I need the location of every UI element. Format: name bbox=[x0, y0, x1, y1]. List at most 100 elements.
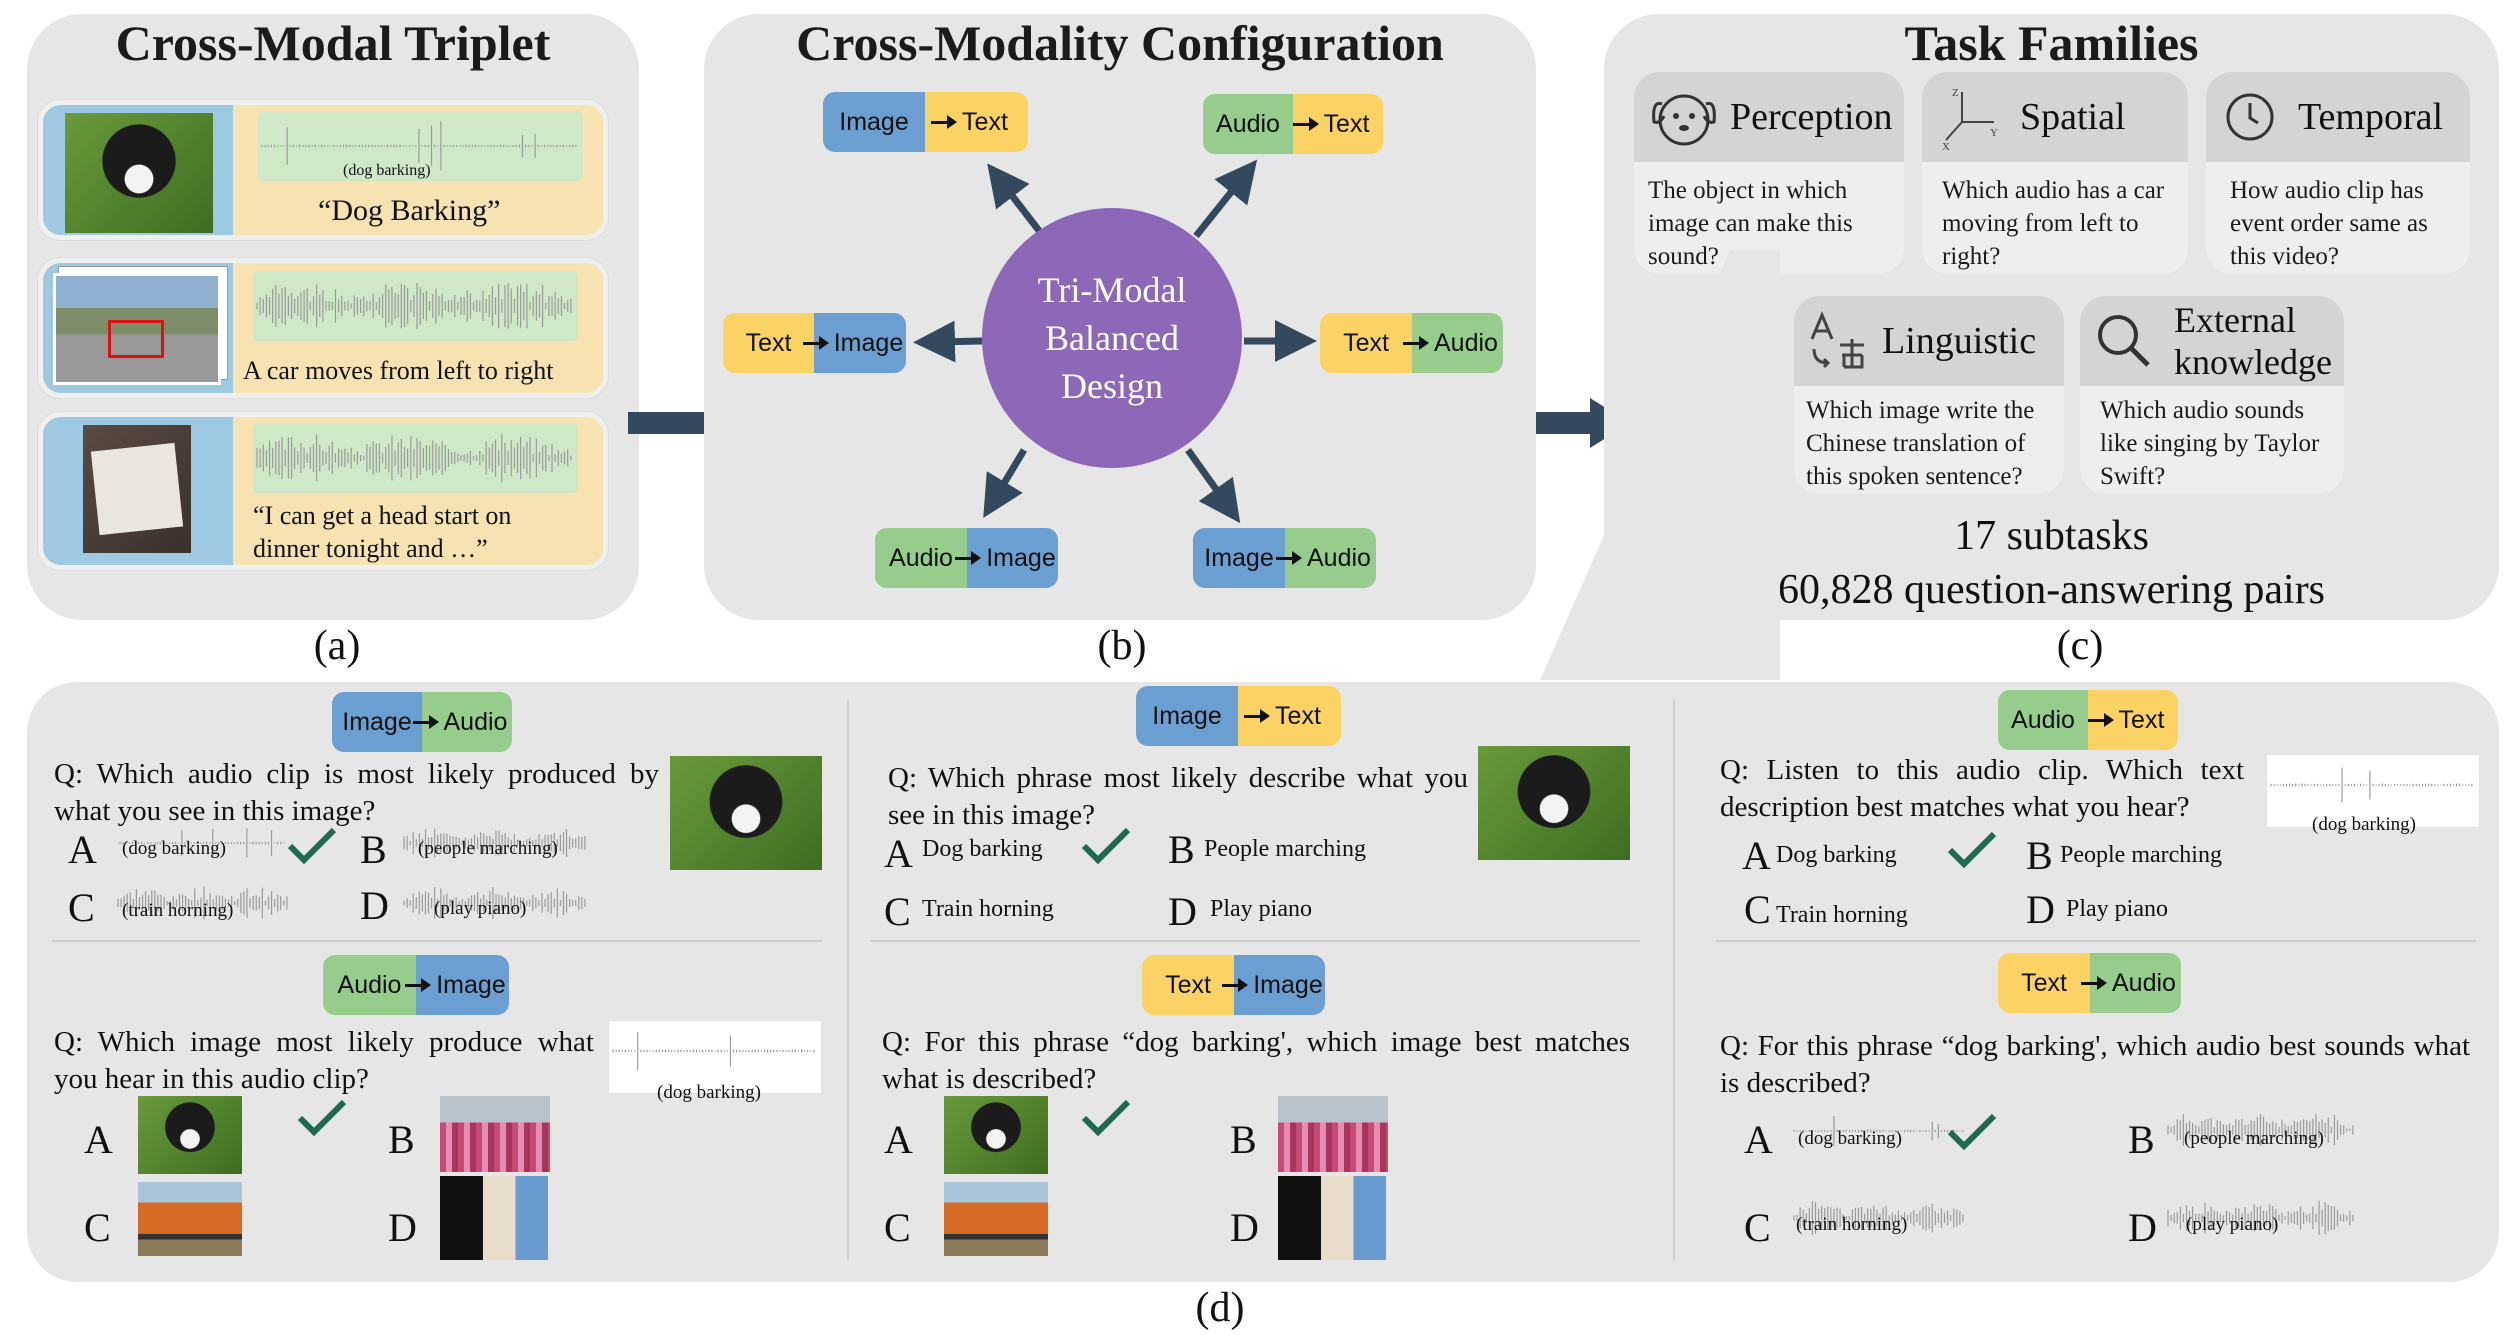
zoom-connector bbox=[1540, 250, 1780, 680]
question-audio-label: (dog barking) bbox=[657, 1082, 761, 1103]
question-image-dog bbox=[670, 756, 822, 870]
arrow-to-image-audio bbox=[1185, 447, 1241, 524]
option-a-letter: A bbox=[68, 827, 97, 872]
pill-text-to-image: Text Image bbox=[723, 313, 906, 373]
question-audio-label: (dog barking) bbox=[2312, 814, 2416, 835]
dog-icon bbox=[1652, 94, 1716, 146]
option-c-letter: C bbox=[884, 1205, 911, 1250]
option-c-letter: C bbox=[1744, 1205, 1771, 1250]
caption-a: (a) bbox=[313, 623, 361, 669]
option-b-letter: B bbox=[1230, 1117, 1257, 1162]
check-icon bbox=[297, 1099, 347, 1137]
row-divider-2 bbox=[870, 940, 1640, 942]
option-a-waveform bbox=[1790, 1110, 1970, 1152]
caption-c: (c) bbox=[2056, 623, 2104, 669]
pill-example-text-to-audio: Text Audio bbox=[1998, 953, 2181, 1013]
option-b-text: People marching bbox=[1204, 836, 1366, 862]
question-audio-clip bbox=[2266, 754, 2480, 828]
option-d-text: Play piano bbox=[2066, 896, 2168, 922]
option-a-text: Dog barking bbox=[1776, 842, 1897, 868]
arrow-to-audio-text bbox=[1193, 159, 1258, 239]
option-a-letter: A bbox=[884, 831, 913, 876]
option-a-letter: A bbox=[1742, 833, 1771, 878]
stat-subtasks: 17 subtasks bbox=[1954, 513, 2149, 559]
option-b-label: (people marching) bbox=[2184, 1128, 2324, 1149]
option-c-waveform bbox=[1790, 1194, 1970, 1242]
check-icon bbox=[1947, 831, 1997, 869]
panel-c-title: Task Families bbox=[1904, 15, 2199, 71]
panel-b-title: Cross-Modality Configuration bbox=[796, 15, 1444, 71]
family-name-perception: Perception bbox=[1730, 96, 1893, 138]
column-divider-1 bbox=[847, 700, 849, 1260]
option-c-letter: C bbox=[84, 1205, 111, 1250]
option-b-letter: B bbox=[2026, 833, 2053, 878]
option-c-image-train bbox=[944, 1182, 1048, 1256]
option-d-waveform bbox=[2164, 1194, 2360, 1242]
option-b-waveform bbox=[2164, 1106, 2360, 1154]
option-b-letter: B bbox=[388, 1117, 415, 1162]
option-b-image-crowd bbox=[1278, 1096, 1388, 1172]
configuration-arrows bbox=[913, 159, 1317, 524]
option-d-text: Play piano bbox=[1210, 896, 1312, 922]
option-c-waveform bbox=[114, 880, 294, 926]
column-divider-2 bbox=[1673, 700, 1675, 1260]
option-b-letter: B bbox=[360, 827, 387, 872]
option-d-letter: D bbox=[1168, 889, 1197, 934]
car-bounding-box bbox=[108, 320, 164, 358]
question-image-dog bbox=[1478, 746, 1630, 860]
translate-icon bbox=[1810, 311, 1864, 369]
card-temporal: Temporal How audio clip has event order … bbox=[2206, 72, 2470, 274]
question-audio-to-text: Q: Listen to this audio clip. Which text… bbox=[1720, 754, 2244, 823]
option-b-text: People marching bbox=[2060, 842, 2222, 868]
stat-qa-pairs: 60,828 question-answering pairs bbox=[1777, 567, 2326, 613]
car-video-frames bbox=[53, 273, 221, 385]
dog-audio-waveform bbox=[258, 111, 583, 181]
family-desc-perception: The object in which image can make this … bbox=[1648, 177, 1853, 270]
pill-example-audio-to-image: Audio Image bbox=[323, 955, 509, 1015]
check-icon bbox=[1081, 827, 1131, 865]
question-text-to-audio: Q: For this phrase “dog barking', which … bbox=[1720, 1030, 2470, 1099]
check-icon bbox=[287, 827, 337, 865]
option-d-image-piano bbox=[440, 1176, 548, 1260]
row-divider-3 bbox=[1716, 940, 2476, 942]
card-perception: Perception The object in which image can… bbox=[1634, 72, 1904, 274]
family-name-temporal: Temporal bbox=[2298, 96, 2444, 138]
triplet-speech: “I can get a head start on dinner tonigh… bbox=[38, 412, 608, 570]
panel-a-title: Cross-Modal Triplet bbox=[115, 15, 551, 71]
arrow-b-to-c bbox=[1512, 398, 1630, 448]
family-name-linguistic: Linguistic bbox=[1882, 320, 2037, 362]
pill-image-to-audio: Image Audio bbox=[1193, 528, 1376, 588]
option-d-label: (play piano) bbox=[434, 898, 527, 919]
pill-audio-to-text: Audio Text bbox=[1203, 94, 1383, 154]
option-a-text: Dog barking bbox=[922, 836, 1043, 862]
option-d-label: (play piano) bbox=[2186, 1214, 2279, 1235]
speech-text: “I can get a head start on dinner tonigh… bbox=[253, 501, 512, 563]
check-icon bbox=[1947, 1113, 1997, 1151]
dog-text: “Dog Barking” bbox=[318, 194, 501, 227]
svg-text:Y: Y bbox=[1990, 127, 1998, 139]
pill-example-image-to-audio: Image Audio bbox=[332, 692, 512, 752]
option-d-letter: D bbox=[1230, 1205, 1259, 1250]
option-a-label: (dog barking) bbox=[1798, 1128, 1902, 1149]
arrow-to-audio-image bbox=[983, 448, 1028, 519]
caption-b: (b) bbox=[1097, 623, 1147, 669]
option-a-letter: A bbox=[1744, 1117, 1773, 1162]
option-a-waveform bbox=[116, 822, 291, 864]
question-audio-to-image: Q: Which image most likely produce what … bbox=[54, 1026, 594, 1095]
option-d-letter: D bbox=[2128, 1205, 2157, 1250]
svg-text:X: X bbox=[1942, 141, 1950, 152]
svg-text:Z: Z bbox=[1952, 87, 1959, 99]
option-b-letter: B bbox=[1168, 827, 1195, 872]
pill-text-to-audio: Text Audio bbox=[1320, 313, 1503, 373]
family-name-spatial: Spatial bbox=[2020, 96, 2126, 138]
triplet-dog: (dog barking) “Dog Barking” bbox=[38, 100, 608, 240]
pill-example-image-to-text: Image Text bbox=[1136, 686, 1341, 746]
family-desc-external-knowledge: Which audio sounds like singing by Taylo… bbox=[2100, 397, 2320, 490]
speech-audio-waveform bbox=[253, 423, 578, 493]
option-d-waveform bbox=[400, 880, 592, 926]
caption-d: (d) bbox=[1195, 1285, 1245, 1331]
row-divider-1 bbox=[52, 940, 822, 942]
